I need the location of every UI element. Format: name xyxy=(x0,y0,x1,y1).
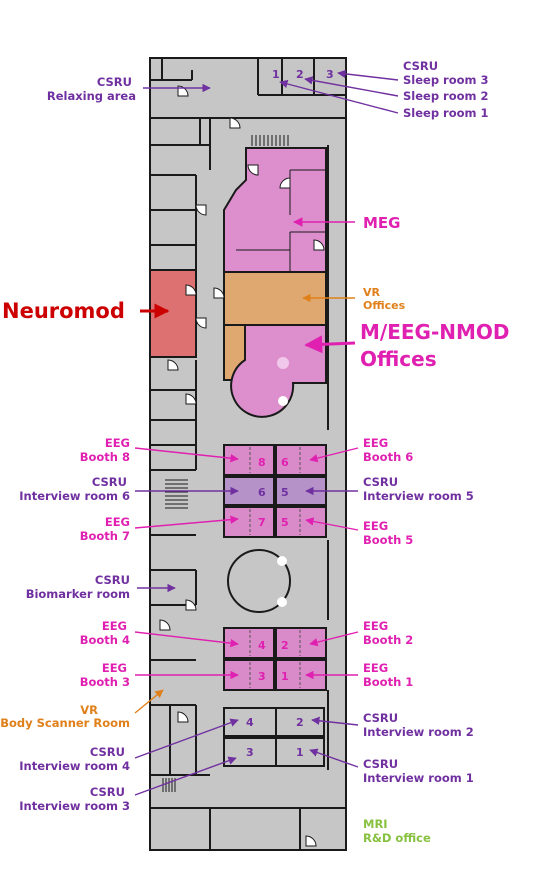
label-csru-sleep: CSRU xyxy=(403,59,438,73)
num-booth1: 1 xyxy=(281,670,289,683)
label-vr-body-1: VR xyxy=(80,703,98,717)
num-booth5: 5 xyxy=(281,516,289,529)
num-booth8: 8 xyxy=(258,456,266,469)
label-int5-2: Interview room 5 xyxy=(363,489,474,503)
label-eeg6-1: EEG xyxy=(363,436,388,450)
num-booth7: 7 xyxy=(258,516,266,529)
label-eeg8-1: EEG xyxy=(105,436,130,450)
label-int6-2: Interview room 6 xyxy=(19,489,130,503)
door-swings xyxy=(159,85,325,847)
num-int6: 6 xyxy=(258,486,266,499)
label-int2-2: Interview room 2 xyxy=(363,725,474,739)
round-room xyxy=(227,549,291,613)
label-eeg1-2: Booth 1 xyxy=(363,675,413,689)
label-eeg7-1: EEG xyxy=(105,515,130,529)
label-eeg1-1: EEG xyxy=(363,661,388,675)
num-int3: 3 xyxy=(246,746,254,759)
booth-7 xyxy=(223,506,275,538)
label-int3-2: Interview room 3 xyxy=(19,799,130,813)
label-bio-1: CSRU xyxy=(95,573,130,587)
num-sleep2: 2 xyxy=(296,68,304,81)
num-int2: 2 xyxy=(296,716,304,729)
label-relaxing-area: Relaxing area xyxy=(47,89,136,103)
label-int1-2: Interview room 1 xyxy=(363,771,474,785)
label-int1-1: CSRU xyxy=(363,757,398,771)
label-sleep-room-1: Sleep room 1 xyxy=(403,106,489,120)
meeg-offices-zone xyxy=(230,324,327,418)
label-vr-offices-2: Offices xyxy=(363,299,406,312)
label-int6-1: CSRU xyxy=(92,475,127,489)
label-sleep-room-2: Sleep room 2 xyxy=(403,89,489,103)
num-int4: 4 xyxy=(246,716,254,729)
label-int4-2: Interview room 4 xyxy=(19,759,130,773)
meg-zone xyxy=(223,147,327,273)
labels: CSRU Relaxing area CSRU Sleep room 3 Sle… xyxy=(0,59,509,845)
label-eeg2-2: Booth 2 xyxy=(363,633,413,647)
label-sleep-room-3: Sleep room 3 xyxy=(403,73,489,87)
num-int5: 5 xyxy=(281,486,289,499)
vent-grille xyxy=(251,135,289,146)
num-sleep1: 1 xyxy=(272,68,280,81)
stairs-left xyxy=(165,479,188,509)
booth-8 xyxy=(223,444,275,476)
num-booth3: 3 xyxy=(258,670,266,683)
label-neuromod: Neuromod xyxy=(2,299,125,323)
neuromod-room xyxy=(149,269,197,358)
stairs-bottom xyxy=(162,778,176,792)
label-int4-1: CSRU xyxy=(90,745,125,759)
label-eeg3-1: EEG xyxy=(102,661,127,675)
label-eeg2-1: EEG xyxy=(363,619,388,633)
label-csru-relax: CSRU xyxy=(97,75,132,89)
num-booth2: 2 xyxy=(281,639,289,652)
label-eeg3-2: Booth 3 xyxy=(80,675,130,689)
label-vr-offices-1: VR xyxy=(363,286,381,299)
label-eeg8-2: Booth 8 xyxy=(80,450,130,464)
label-eeg5-1: EEG xyxy=(363,519,388,533)
num-int1: 1 xyxy=(296,746,304,759)
num-sleep3: 3 xyxy=(326,68,334,81)
label-int5-1: CSRU xyxy=(363,475,398,489)
label-eeg5-2: Booth 5 xyxy=(363,533,413,547)
label-meeg-1: M/EEG-NMOD xyxy=(360,320,510,344)
lower-booth-cluster xyxy=(223,627,327,691)
label-vr-body-2: Body Scanner Room xyxy=(0,716,130,730)
label-meeg-2: Offices xyxy=(360,347,437,371)
label-int3-1: CSRU xyxy=(90,785,125,799)
label-eeg7-2: Booth 7 xyxy=(80,529,130,543)
num-booth6: 6 xyxy=(281,456,289,469)
label-bio-2: Biomarker room xyxy=(26,587,130,601)
label-mri-2: R&D office xyxy=(363,831,431,845)
label-meg: MEG xyxy=(363,214,401,232)
label-eeg4-1: EEG xyxy=(102,619,127,633)
num-booth4: 4 xyxy=(258,639,266,652)
label-int2-1: CSRU xyxy=(363,711,398,725)
room-numbers: 1 2 3 8 6 6 5 7 5 4 2 3 1 4 2 3 1 xyxy=(246,68,334,759)
label-mri-1: MRI xyxy=(363,817,388,831)
pointer-arrows xyxy=(134,69,399,796)
interview-room-4 xyxy=(223,707,277,737)
label-eeg6-2: Booth 6 xyxy=(363,450,413,464)
label-eeg4-2: Booth 4 xyxy=(80,633,130,647)
